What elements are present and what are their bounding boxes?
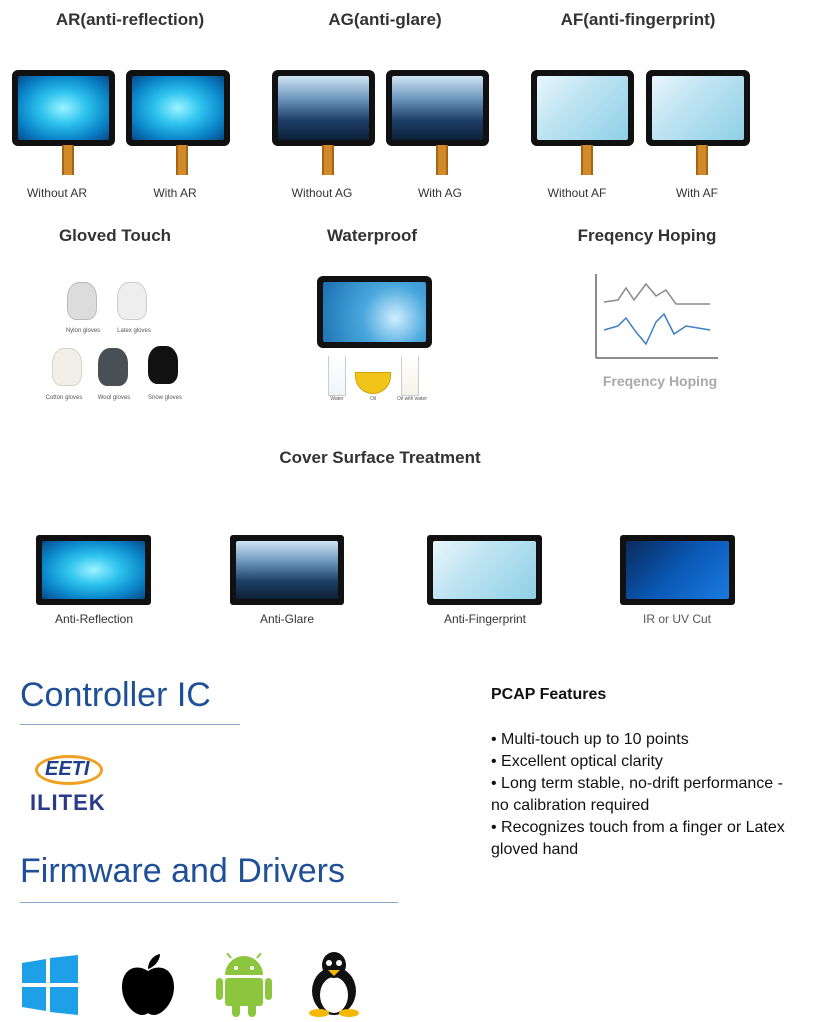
eeti-logo-ring — [35, 755, 103, 785]
cover-uv-caption: IR or UV Cut — [642, 612, 711, 626]
nylon-glove-icon — [67, 282, 97, 320]
water-label: Water — [330, 396, 344, 402]
snow-glove-icon — [148, 346, 178, 384]
pcap-title: PCAP Features — [491, 686, 607, 703]
waterproof-title: Waterproof — [326, 226, 418, 245]
ar-title: AR(anti-reflection) — [55, 10, 205, 29]
cover-af-caption: Anti-Fingerprint — [443, 612, 527, 626]
latex-glove-label: Latex gloves — [117, 328, 151, 334]
apple-icon — [122, 954, 174, 1015]
ilitek-logo: ILITEK — [30, 790, 106, 815]
af-title: AF(anti-fingerprint) — [560, 10, 716, 29]
controller-rule — [20, 724, 240, 725]
cover-ar-caption: Anti-Reflection — [54, 612, 134, 626]
pcap-bullet-4: • Recognizes touch from a finger or Late… — [491, 819, 785, 858]
oil-water-label: Oil with water — [396, 396, 427, 402]
eeti-logo: EETI — [45, 758, 90, 780]
wool-glove-label: Wool gloves — [97, 395, 131, 401]
snow-glove-label: Snow gloves — [147, 395, 183, 401]
controller-heading: Controller IC — [20, 676, 211, 714]
nylon-glove-label: Nylon gloves — [65, 328, 101, 334]
caption-without-af: Without AF — [547, 186, 607, 200]
frequency-caption: Freqency Hoping — [602, 373, 718, 389]
oil-label: Oil — [369, 396, 377, 402]
pcap-bullet-3: • Long term stable, no-drift performance… — [491, 775, 783, 814]
gloved-touch-title: Gloved Touch — [58, 226, 172, 245]
graph-blue-line — [603, 312, 711, 346]
firmware-heading: Firmware and Drivers — [20, 852, 345, 890]
pcap-bullet-1: • Multi-touch up to 10 points — [491, 731, 689, 748]
caption-with-ag: With AG — [417, 186, 462, 200]
ag-title: AG(anti-glare) — [328, 10, 442, 29]
frequency-graph — [595, 274, 718, 359]
cotton-glove-label: Cotton gloves — [45, 395, 83, 401]
cover-af-monitor — [427, 535, 542, 605]
cover-ag-monitor — [230, 535, 344, 605]
graph-gray-line — [603, 282, 710, 305]
caption-with-ar: With AR — [153, 186, 197, 200]
caption-without-ag: Without AG — [291, 186, 353, 200]
oil-bowl-icon — [355, 372, 391, 394]
cotton-glove-icon — [52, 348, 82, 386]
windows-icon — [22, 955, 78, 1015]
android-icon — [216, 953, 272, 1017]
linux-icon — [309, 952, 359, 1017]
pcap-bullet-2: • Excellent optical clarity — [491, 753, 663, 770]
cover-title: Cover Surface Treatment — [279, 448, 481, 467]
latex-glove-icon — [117, 282, 147, 320]
wool-glove-icon — [98, 348, 128, 386]
caption-without-ar: Without AR — [26, 186, 88, 200]
caption-with-af: With AF — [675, 186, 718, 200]
cover-ar-monitor — [36, 535, 151, 605]
firmware-rule — [20, 902, 398, 903]
oil-water-glass-icon — [401, 356, 419, 396]
cover-uv-monitor — [620, 535, 735, 605]
pcap-list: • Multi-touch up to 10 points • Excellen… — [491, 729, 791, 861]
water-glass-icon — [328, 356, 346, 396]
cover-ag-caption: Anti-Glare — [259, 612, 315, 626]
waterproof-monitor — [317, 276, 432, 348]
frequency-title: Freqency Hoping — [577, 226, 717, 245]
